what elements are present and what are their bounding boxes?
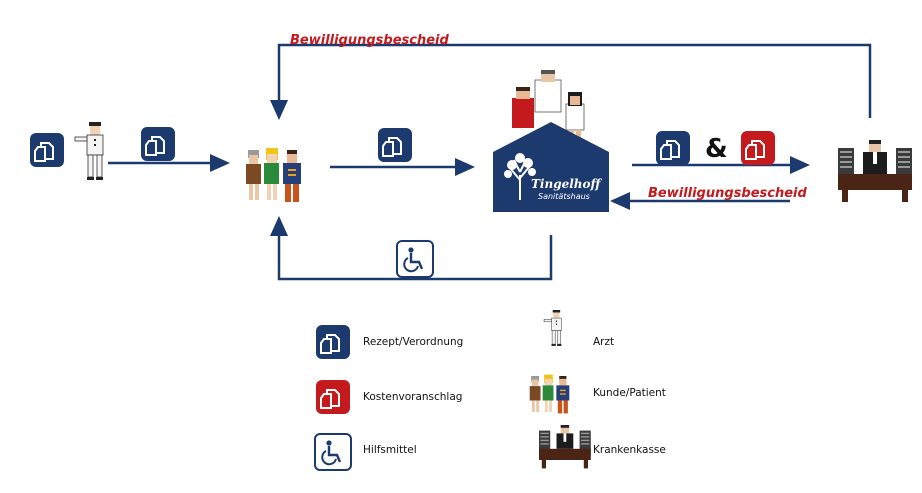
- insurance-icon: [539, 425, 591, 469]
- doctor-icon: [543, 309, 562, 347]
- legend-label-cost-estimate: Kostenvoranschlag: [363, 391, 463, 403]
- arrowhead-insurance-to-shop: [610, 192, 630, 210]
- medical-supply-store: [493, 70, 609, 212]
- prescription-icon: [315, 324, 351, 360]
- legend-label-prescription: Rezept/Verordnung: [363, 336, 464, 348]
- legend-label-doctor: Arzt: [593, 336, 615, 348]
- wheelchair-icon: [313, 432, 353, 472]
- cost-estimate-icon: [315, 379, 351, 415]
- arrowhead-approval-top: [270, 100, 288, 120]
- arrowhead-doctor-to-patient: [210, 154, 230, 172]
- arrowhead-aid-to-patient: [270, 216, 288, 236]
- approval-label-top: Bewilligungsbescheid: [290, 33, 449, 48]
- arrowhead-patient-to-shop: [455, 158, 475, 176]
- legend-label-patient: Kunde/Patient: [593, 387, 666, 399]
- arrow-shop-to-patient-aid: [277, 235, 553, 281]
- legend-label-aid: Hilfsmittel: [363, 444, 417, 456]
- shop-name: Tingelhoff: [531, 177, 601, 191]
- ampersand-label: &: [705, 134, 728, 164]
- approval-label-right: Bewilligungsbescheid: [648, 186, 807, 201]
- patients-icon: [529, 374, 570, 414]
- shop-subtitle: Sanitätshaus: [538, 192, 590, 201]
- arrowhead-shop-to-insurance: [790, 156, 810, 174]
- legend-label-insurance: Krankenkasse: [593, 444, 666, 456]
- arrow-approval-top: [277, 43, 872, 118]
